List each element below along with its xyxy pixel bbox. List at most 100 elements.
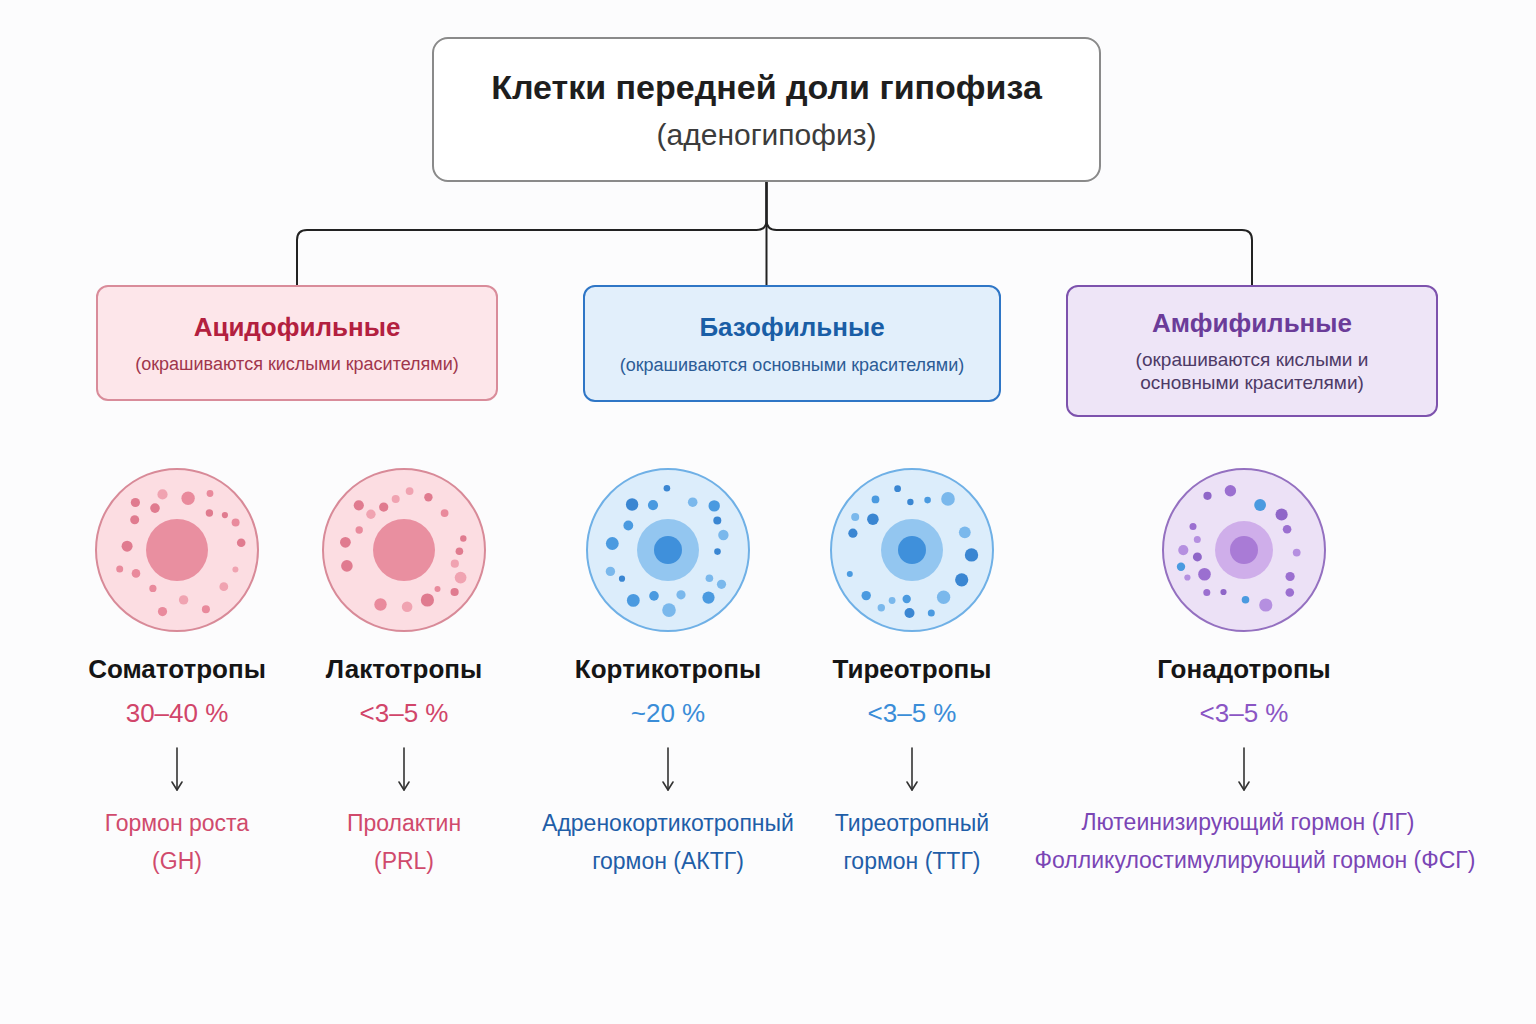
cell-name: Гонадотропы <box>1157 654 1331 685</box>
arrow-head <box>663 782 673 790</box>
arrow-shaft <box>911 748 913 790</box>
granule <box>713 516 721 524</box>
connector-line <box>766 182 768 285</box>
granule <box>222 512 228 518</box>
granule <box>718 530 728 540</box>
granule <box>460 535 466 541</box>
granule <box>131 498 140 507</box>
box-subtitle: (аденогипофиз) <box>657 116 877 154</box>
granule <box>878 604 885 611</box>
category-note: (окрашиваются кислыми и основными красит… <box>1102 348 1402 396</box>
granule <box>207 490 214 497</box>
granule <box>862 591 871 600</box>
granule <box>1225 485 1236 496</box>
cell-circle: Тиреотропы<3–5 % <box>830 468 994 632</box>
granule <box>928 609 935 616</box>
cell-name: Лактотропы <box>326 654 482 685</box>
cell-nucleolus <box>898 536 926 564</box>
cell-circle: Гонадотропы<3–5 % <box>1162 468 1326 632</box>
cell-name: Кортикотропы <box>575 654 761 685</box>
granule <box>374 598 386 610</box>
granule <box>237 539 246 548</box>
cell-percent: <3–5 % <box>360 698 449 729</box>
granule <box>702 592 714 604</box>
connector-line <box>297 182 767 285</box>
cell-nucleus <box>146 519 208 581</box>
arrow-head <box>172 782 182 790</box>
granule <box>1286 588 1295 597</box>
granule <box>341 560 353 572</box>
cell-circle: Соматотропы30–40 % <box>95 468 259 632</box>
granule <box>706 574 714 582</box>
granule <box>354 500 364 510</box>
category-title: Ацидофильные <box>194 311 401 344</box>
hormone-label: Лютеинизирующий гормон (ЛГ) <box>1081 807 1414 837</box>
granule <box>441 509 449 517</box>
granule <box>619 576 625 582</box>
granule <box>122 541 133 552</box>
granule <box>688 497 698 507</box>
cell-nucleolus <box>654 536 682 564</box>
granule <box>941 492 955 506</box>
granule <box>717 580 726 589</box>
granule <box>219 582 228 591</box>
granule <box>664 485 671 492</box>
granule <box>379 503 388 512</box>
granule <box>451 588 459 596</box>
cell-circle: Кортикотропы~20 % <box>586 468 750 632</box>
granule <box>627 594 640 607</box>
hormone-label: Фолликулостимулирующий гормон (ФСГ) <box>1035 845 1476 875</box>
category-title: Амфифильные <box>1152 307 1352 340</box>
arrow-shaft <box>176 748 178 790</box>
category-box: Ацидофильные (окрашиваются кислыми красит… <box>96 285 498 401</box>
granule <box>455 572 467 584</box>
arrow-shaft <box>403 748 405 790</box>
granule <box>132 569 141 578</box>
granule <box>709 500 720 511</box>
granule <box>435 586 441 592</box>
arrow-head <box>1239 782 1249 790</box>
granule <box>130 515 139 524</box>
category-note: (окрашиваются кислыми красителями) <box>135 353 459 376</box>
granule <box>179 595 188 604</box>
granule <box>181 492 194 505</box>
granule <box>907 499 913 505</box>
granule <box>924 497 931 504</box>
category-box: Базофильные (окрашиваются основными краси… <box>583 285 1001 402</box>
cell-nucleus <box>881 519 943 581</box>
hormone-label: Гормон роста (GH) <box>97 804 257 880</box>
granule <box>157 489 167 499</box>
granule <box>965 548 978 561</box>
granule <box>340 537 351 548</box>
granule <box>1293 549 1301 557</box>
granule <box>872 496 880 504</box>
granule <box>662 603 676 617</box>
category-note: (окрашиваются основными красителями) <box>620 354 965 377</box>
granule <box>1203 589 1210 596</box>
granule <box>649 591 659 601</box>
hormone-label: Адренокортикотропный гормон (АКТГ) <box>532 804 804 880</box>
granule <box>232 519 240 527</box>
category-title: Базофильные <box>699 311 884 344</box>
granule <box>1259 598 1272 611</box>
granule <box>158 607 167 616</box>
granule <box>1254 499 1266 511</box>
granule <box>606 567 615 576</box>
granule <box>626 498 638 510</box>
granule <box>1178 545 1188 555</box>
granule <box>206 509 213 516</box>
cell-percent: 30–40 % <box>126 698 229 729</box>
granule <box>202 605 210 613</box>
granule <box>1286 572 1295 581</box>
granule <box>392 495 400 503</box>
cell-nucleus <box>1215 521 1273 579</box>
granule <box>905 608 915 618</box>
granule <box>406 487 414 495</box>
granule <box>889 597 896 604</box>
granule <box>714 548 721 555</box>
granule <box>903 595 911 603</box>
arrow-head <box>907 782 917 790</box>
granule <box>894 485 901 492</box>
